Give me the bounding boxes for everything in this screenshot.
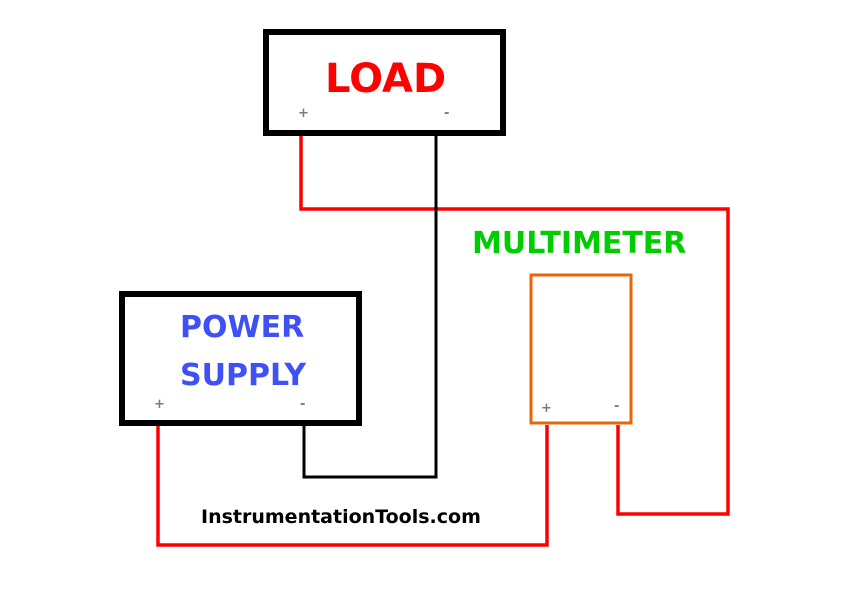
load-label: LOAD [325, 56, 447, 102]
power-supply-plus-terminal: + [154, 397, 165, 412]
power-supply-label-line1: POWER [180, 310, 305, 345]
power-supply-minus-terminal: - [300, 397, 306, 412]
load-minus-terminal: - [444, 106, 450, 121]
load-plus-terminal: + [298, 106, 309, 121]
multimeter-plus-terminal: + [541, 401, 552, 416]
multimeter-box [529, 273, 633, 425]
multimeter-minus-terminal: - [614, 399, 620, 414]
wire-load-negative [302, 136, 438, 479]
watermark: InstrumentationTools.com [201, 506, 481, 528]
power-supply-box [119, 291, 362, 426]
wire-supply-positive [156, 425, 549, 547]
multimeter-label: MULTIMETER [472, 226, 687, 261]
load-box [263, 29, 506, 136]
wire-load-positive [299, 136, 730, 516]
power-supply-label-line2: SUPPLY [180, 358, 307, 393]
